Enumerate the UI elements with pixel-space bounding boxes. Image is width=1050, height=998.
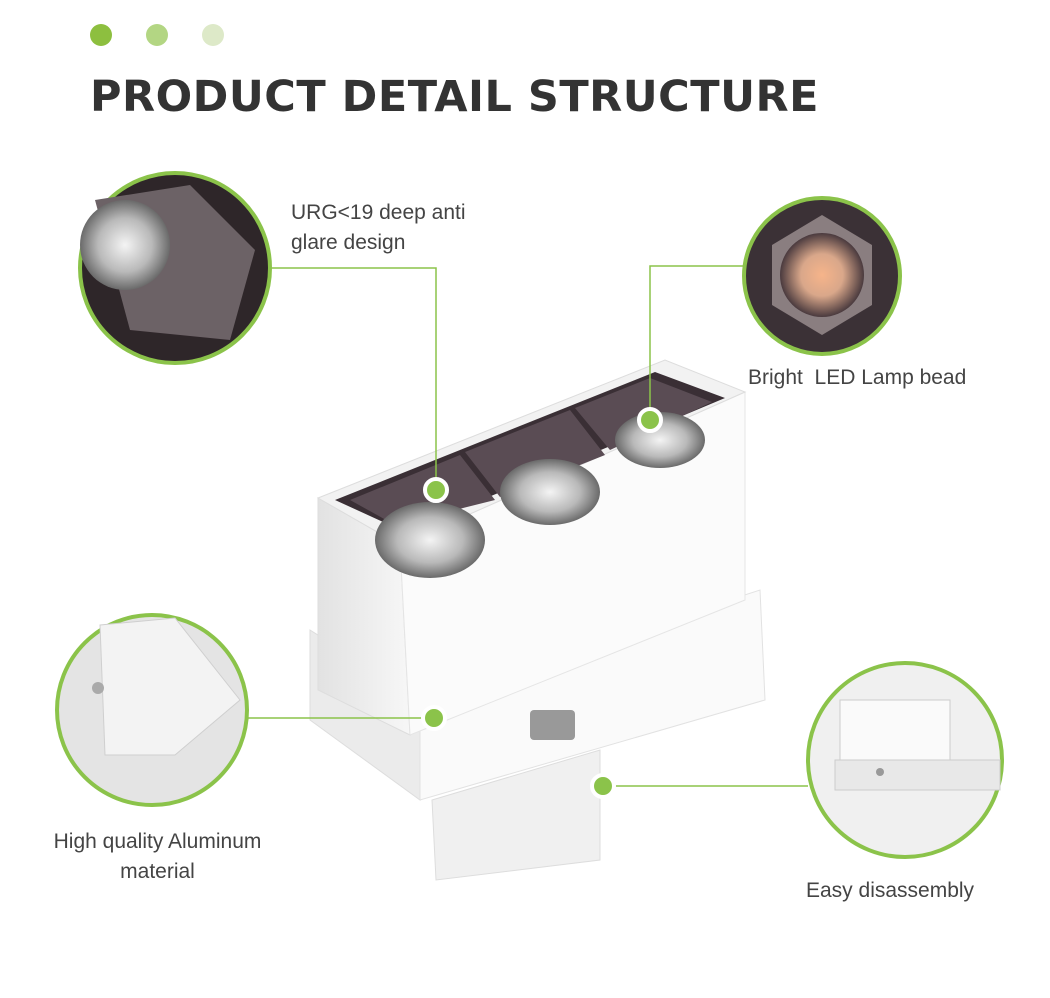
callout-label-aluminum: High quality Aluminum material <box>30 827 285 887</box>
indicator-dot <box>146 24 168 46</box>
callout-label-disassembly: Easy disassembly <box>806 879 975 902</box>
callout-dot-led-bead <box>637 407 663 433</box>
callout-label-led-bead: Bright LED Lamp bead <box>748 366 967 389</box>
callout-lines <box>248 265 808 787</box>
label-line: material <box>120 860 195 883</box>
detail-circle-aluminum <box>55 613 249 807</box>
callout-dot-aluminum <box>421 705 447 731</box>
label-line: glare design <box>291 231 406 254</box>
callout-dot-anti-glare <box>423 477 449 503</box>
detail-circle-led-bead <box>742 196 902 356</box>
detail-circle-disassembly <box>806 661 1004 859</box>
label-line: URG<19 deep anti <box>291 201 466 224</box>
callout-label-anti-glare: URG<19 deep anti glare design <box>291 198 466 258</box>
callout-dot-disassembly <box>590 773 616 799</box>
indicator-dot <box>90 24 112 46</box>
detail-circle-anti-glare <box>78 171 272 365</box>
indicator-dot <box>202 24 224 46</box>
track-light-product <box>309 359 766 881</box>
page-title: PRODUCT DETAIL STRUCTURE <box>90 72 819 122</box>
label-line: High quality Aluminum <box>53 830 262 853</box>
